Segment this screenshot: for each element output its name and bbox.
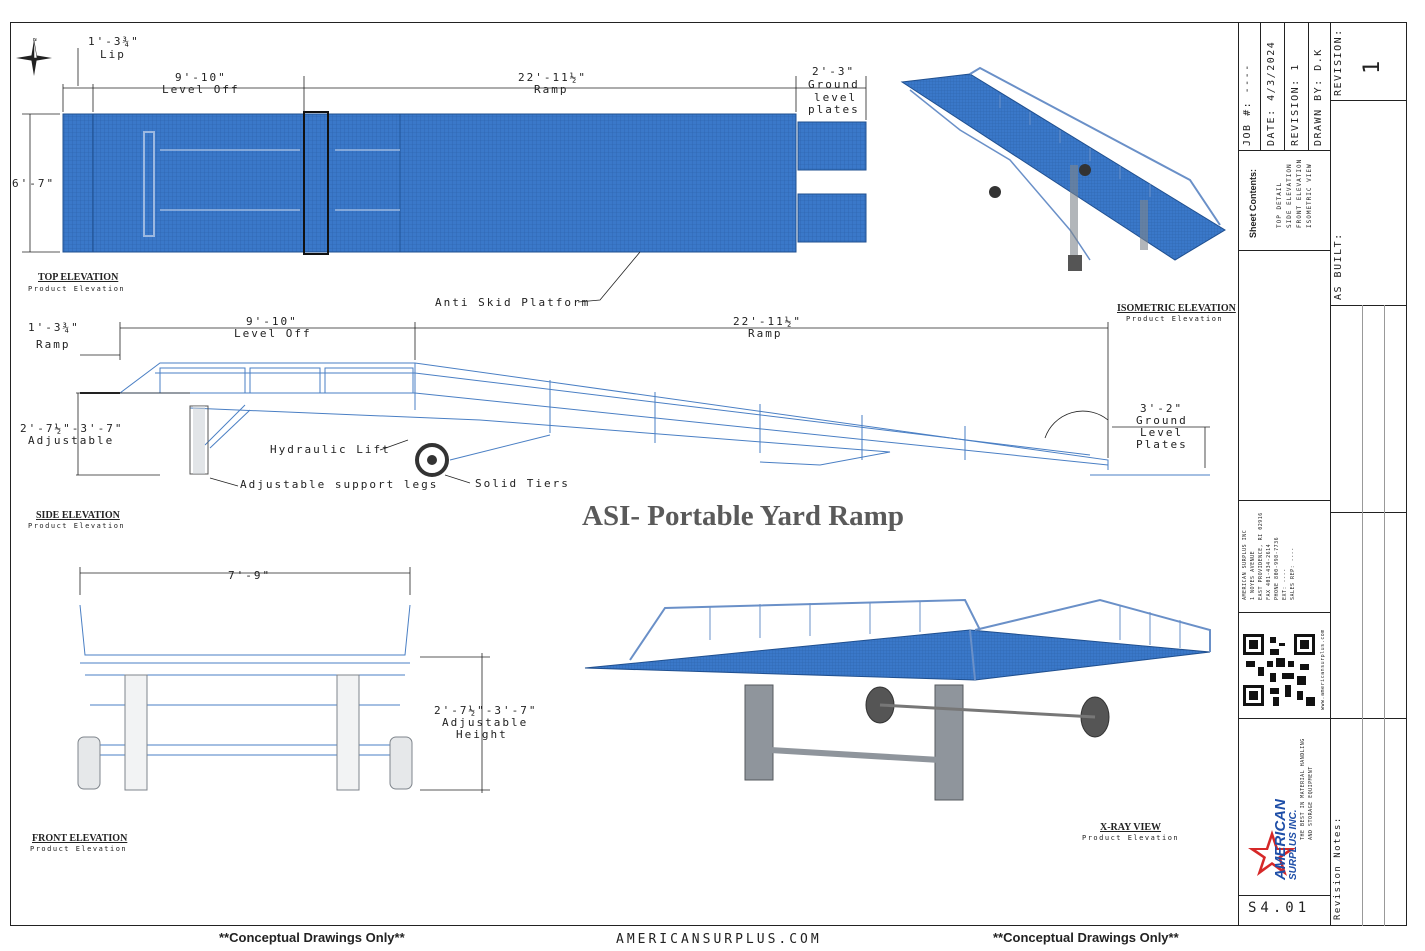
logo-line1: AMERICAN [1272,799,1289,880]
top-width-value: 6'-7" [12,177,56,190]
page-title: ASI- Portable Yard Ramp [582,500,904,532]
company-line-1: 1 NOYES AVENUE [1250,550,1256,600]
footer-website: AMERICANSURPLUS.COM [616,932,822,947]
front-height-l1: Adjustable [442,716,529,729]
company-line-2: EAST PROVIDENCE, RI 02916 [1258,512,1264,600]
date: DATE: 4/3/2024 [1266,40,1277,146]
top-platform [62,113,797,253]
side-ground-l3: Plates [1136,438,1188,451]
side-elevation-drawing [76,322,1210,487]
top-level-label: Level Off [162,83,240,96]
top-lip-value: 1'-3¾" [88,35,140,48]
side-view-title: SIDE ELEVATION [36,510,120,521]
xray-drawing [584,598,1211,801]
footer-right: **Conceptual Drawings Only** [993,930,1179,945]
isometric-drawing [900,66,1226,271]
logo-tag1: THE BEST IN MATERIAL HANDLING [1300,738,1306,840]
top-ground-l1: Ground [808,78,860,91]
company-line-6: SALES REP: ---- [1290,547,1296,600]
top-ramp-label: Ramp [534,83,569,96]
front-height-l2: Height [456,728,508,741]
iso-view-sub: Product Elevation [1126,315,1224,323]
svg-text:N: N [33,38,37,43]
front-width-value: 7'-9" [228,569,272,582]
ground-plate-2 [797,193,867,243]
footer-left: **Conceptual Drawings Only** [219,930,405,945]
ground-plate-1 [797,121,867,171]
sheet-contents-0: TOP DETAIL [1276,181,1283,228]
company-line-5: EXT: ---- [1282,568,1288,600]
logo-line2: SURPLUS INC. [1288,809,1299,880]
sheet-contents-2: FRONT ELEVATION [1296,158,1303,228]
company-line-0: AMERICAN SURPLUS INC [1242,529,1248,600]
side-height-value: 2'-7½"-3'-7" [20,422,124,435]
front-elevation-drawing [77,567,490,793]
sheet-contents-3: ISOMETRIC VIEW [1306,163,1313,228]
top-view-title: TOP ELEVATION [38,272,119,283]
support-legs-callout: Adjustable support legs [240,478,439,491]
solid-tires-callout: Solid Tiers [475,477,570,490]
compass-icon: N [16,38,52,76]
drawing-border [10,22,1407,926]
anti-skid-callout: Anti Skid Platform [435,296,591,309]
side-ground-value: 3'-2" [1140,402,1184,415]
sheet-contents-title: Sheet Contents: [1248,168,1258,238]
side-ground-l2: Level [1140,426,1184,439]
as-built-label: AS BUILT: [1333,232,1344,300]
side-ramp-value: 22'-11½" [733,315,802,328]
xray-view-title: X-RAY VIEW [1100,822,1162,833]
side-level-value: 9'-10" [246,315,298,328]
sheet-contents-1: SIDE ELEVATION [1286,163,1293,228]
qr-code-icon [1243,634,1315,706]
revision-notes-label: Revision Notes: [1333,816,1343,920]
top-elevation-drawing [22,48,867,303]
side-ramp-label: Ramp [748,327,783,340]
front-view-sub: Product Elevation [30,845,128,853]
top-ground-l2: level [814,91,858,104]
title-block [1238,22,1407,926]
revision-label: REVISION: [1333,28,1344,96]
top-lip-label: Lip [100,48,126,61]
american-surplus-logo-icon [1248,830,1296,876]
revision-info: REVISION: 1 [1290,63,1301,146]
top-ground-value: 2'-3" [812,65,856,78]
xray-view-sub: Product Elevation [1082,834,1180,842]
hydraulic-lift-callout: Hydraulic Lift [270,443,391,456]
drawn-by: DRAWN BY: D.K [1313,48,1324,146]
top-level-value: 9'-10" [175,71,227,84]
side-lip-value: 1'-3¾" [28,321,80,334]
side-ground-l1: Ground [1136,414,1188,427]
top-ramp-value: 22'-11½" [518,71,587,84]
sheet-number: S4.01 [1248,900,1311,916]
logo-tag2: AND STORAGE EQUIPMENT [1308,766,1314,840]
top-view-sub: Product Elevation [28,285,126,293]
iso-view-title: ISOMETRIC ELEVATION [1117,303,1236,314]
front-view-title: FRONT ELEVATION [32,833,128,844]
side-view-sub: Product Elevation [28,522,126,530]
website-small: www.americansurplus.com [1320,629,1326,710]
top-ground-l3: plates [808,103,860,116]
company-line-3: FAX 401-434-2614 [1266,543,1272,600]
side-level-label: Level Off [234,327,312,340]
side-lip-label: Ramp [36,338,71,351]
company-line-4: PHONE 800-998-7736 [1274,536,1280,600]
job-number: JOB #: ---- [1242,63,1253,146]
side-height-label: Adjustable [28,434,115,447]
front-height-value: 2'-7½"-3'-7" [434,704,538,717]
revision-number: 1 [1360,60,1385,74]
